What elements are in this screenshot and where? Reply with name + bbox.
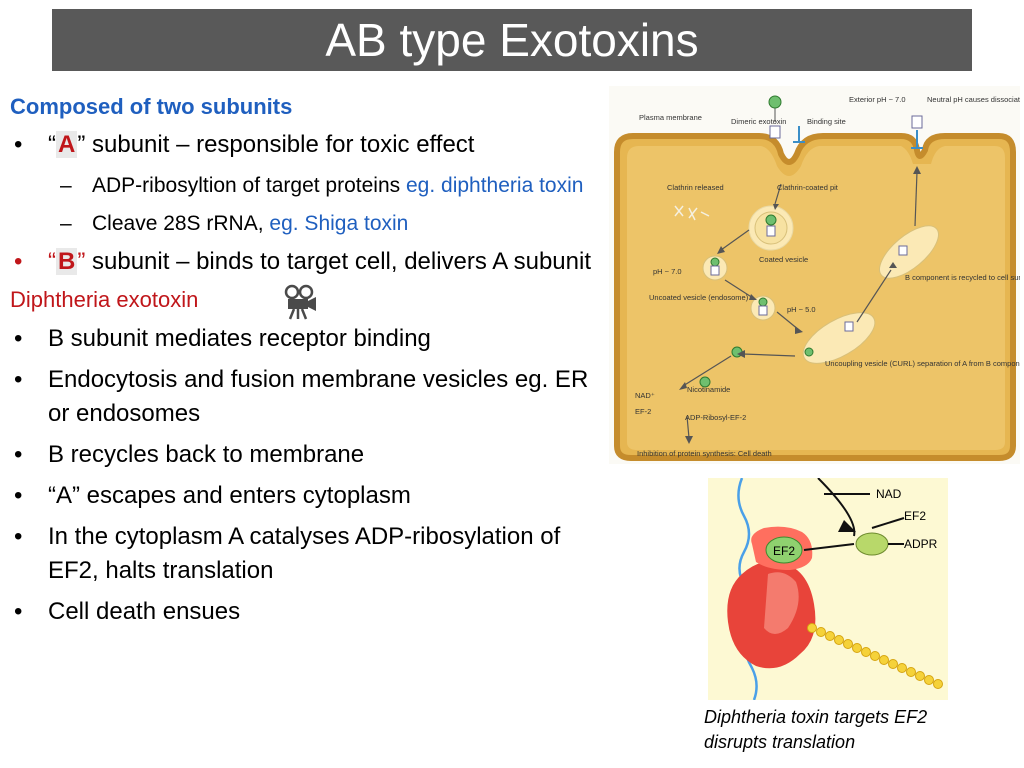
label-exterior-ph: Exterior pH ~ 7.0 bbox=[849, 95, 905, 104]
movie-camera-icon[interactable] bbox=[280, 282, 324, 322]
example-shiga: eg. Shiga toxin bbox=[269, 212, 409, 235]
subunit-list: “A” subunit – responsible for toxic effe… bbox=[10, 128, 595, 279]
uncoated-vesicle-ph7 bbox=[702, 255, 728, 281]
diphtheria-list: B subunit mediates receptor binding Endo… bbox=[10, 322, 595, 629]
label-b-recycled: B component is recycled to cell surface bbox=[905, 273, 1020, 282]
text-column: Composed of two subunits “A” subunit – r… bbox=[10, 92, 595, 636]
label-plasma-membrane: Plasma membrane bbox=[639, 113, 702, 122]
example-diphtheria: eg. diphtheria toxin bbox=[405, 174, 584, 197]
ef2-ribosome-figure: EF2 NAD EF2 ADPR bbox=[708, 478, 948, 700]
label-nad: NAD⁺ bbox=[635, 391, 655, 400]
sub-bullet-rrna: Cleave 28S rRNA, eg. Shiga toxin bbox=[10, 207, 595, 241]
curl-vesicle bbox=[802, 312, 876, 364]
label-dimeric-exotoxin: Dimeric exotoxin bbox=[731, 117, 786, 126]
bullet-a-subunit: “A” subunit – responsible for toxic effe… bbox=[10, 128, 595, 162]
label-neutral-ph: Neutral pH causes dissociation of B from… bbox=[927, 95, 1020, 104]
a-letter: A bbox=[56, 131, 78, 158]
coated-vesicle bbox=[748, 205, 794, 251]
svg-text:EF2: EF2 bbox=[773, 544, 795, 558]
label-ph-5: pH ~ 5.0 bbox=[787, 305, 816, 314]
binding-site-icon bbox=[793, 126, 805, 143]
label-clathrin-coated-pit: Clathrin-coated pit bbox=[777, 183, 839, 192]
receptor-icon bbox=[911, 115, 923, 149]
section-heading-subunits: Composed of two subunits bbox=[10, 94, 293, 119]
catalytic-a-icon bbox=[699, 376, 711, 388]
exotoxin-pathway-diagram: Plasma membrane Dimeric exotoxin Binding… bbox=[609, 86, 1020, 464]
label-adpr-zoom: ADPR bbox=[904, 537, 938, 551]
label-nad-zoom: NAD bbox=[876, 487, 902, 501]
list-item: “A” escapes and enters cytoplasm bbox=[10, 479, 595, 513]
list-item: B subunit mediates receptor binding bbox=[10, 322, 595, 356]
label-adp-ribosyl: ADP-Ribosyl-EF-2 bbox=[685, 413, 746, 422]
list-item: In the cytoplasm A catalyses ADP-ribosyl… bbox=[10, 520, 595, 588]
slide-title: AB type Exotoxins bbox=[52, 9, 972, 71]
figure-caption: Diphtheria toxin targets EF2 disrupts tr… bbox=[704, 705, 1014, 755]
list-item: Cell death ensues bbox=[10, 595, 595, 629]
clathrin-fragments bbox=[674, 205, 710, 221]
label-coated-vesicle: Coated vesicle bbox=[759, 255, 808, 264]
label-nicotinamide: Nicotinamide bbox=[687, 385, 730, 394]
list-item: Endocytosis and fusion membrane vesicles… bbox=[10, 363, 595, 431]
caption-line-2: disrupts translation bbox=[704, 732, 856, 752]
sub-bullet-adp: ADP-ribosyltion of target proteins eg. d… bbox=[10, 169, 595, 203]
dimeric-exotoxin-icon bbox=[768, 95, 782, 139]
label-ph-7: pH ~ 7.0 bbox=[653, 267, 682, 276]
caption-line-1: Diphtheria toxin targets EF2 bbox=[704, 707, 928, 727]
adpr-icon bbox=[855, 532, 889, 556]
ef2-bound-icon: EF2 bbox=[765, 536, 803, 564]
endosome-vesicle bbox=[750, 295, 776, 321]
bullet-b-subunit: “B” subunit – binds to target cell, deli… bbox=[10, 245, 595, 279]
label-binding-site: Binding site bbox=[807, 117, 846, 126]
label-clathrin-released: Clathrin released bbox=[667, 183, 724, 192]
label-ef2: EF-2 bbox=[635, 407, 651, 416]
label-ef2-zoom: EF2 bbox=[904, 509, 926, 523]
label-inhibition: Inhibition of protein synthesis: Cell de… bbox=[637, 449, 772, 458]
peptide-chain bbox=[807, 623, 943, 689]
section-heading-diphtheria: Diphtheria exotoxin bbox=[10, 284, 595, 320]
list-item: B recycles back to membrane bbox=[10, 438, 595, 472]
label-curl: Uncoupling vesicle (CURL) separation of … bbox=[825, 359, 1020, 368]
label-uncoated-vesicle: Uncoated vesicle (endosome) bbox=[649, 293, 749, 302]
b-letter: B bbox=[56, 248, 78, 275]
